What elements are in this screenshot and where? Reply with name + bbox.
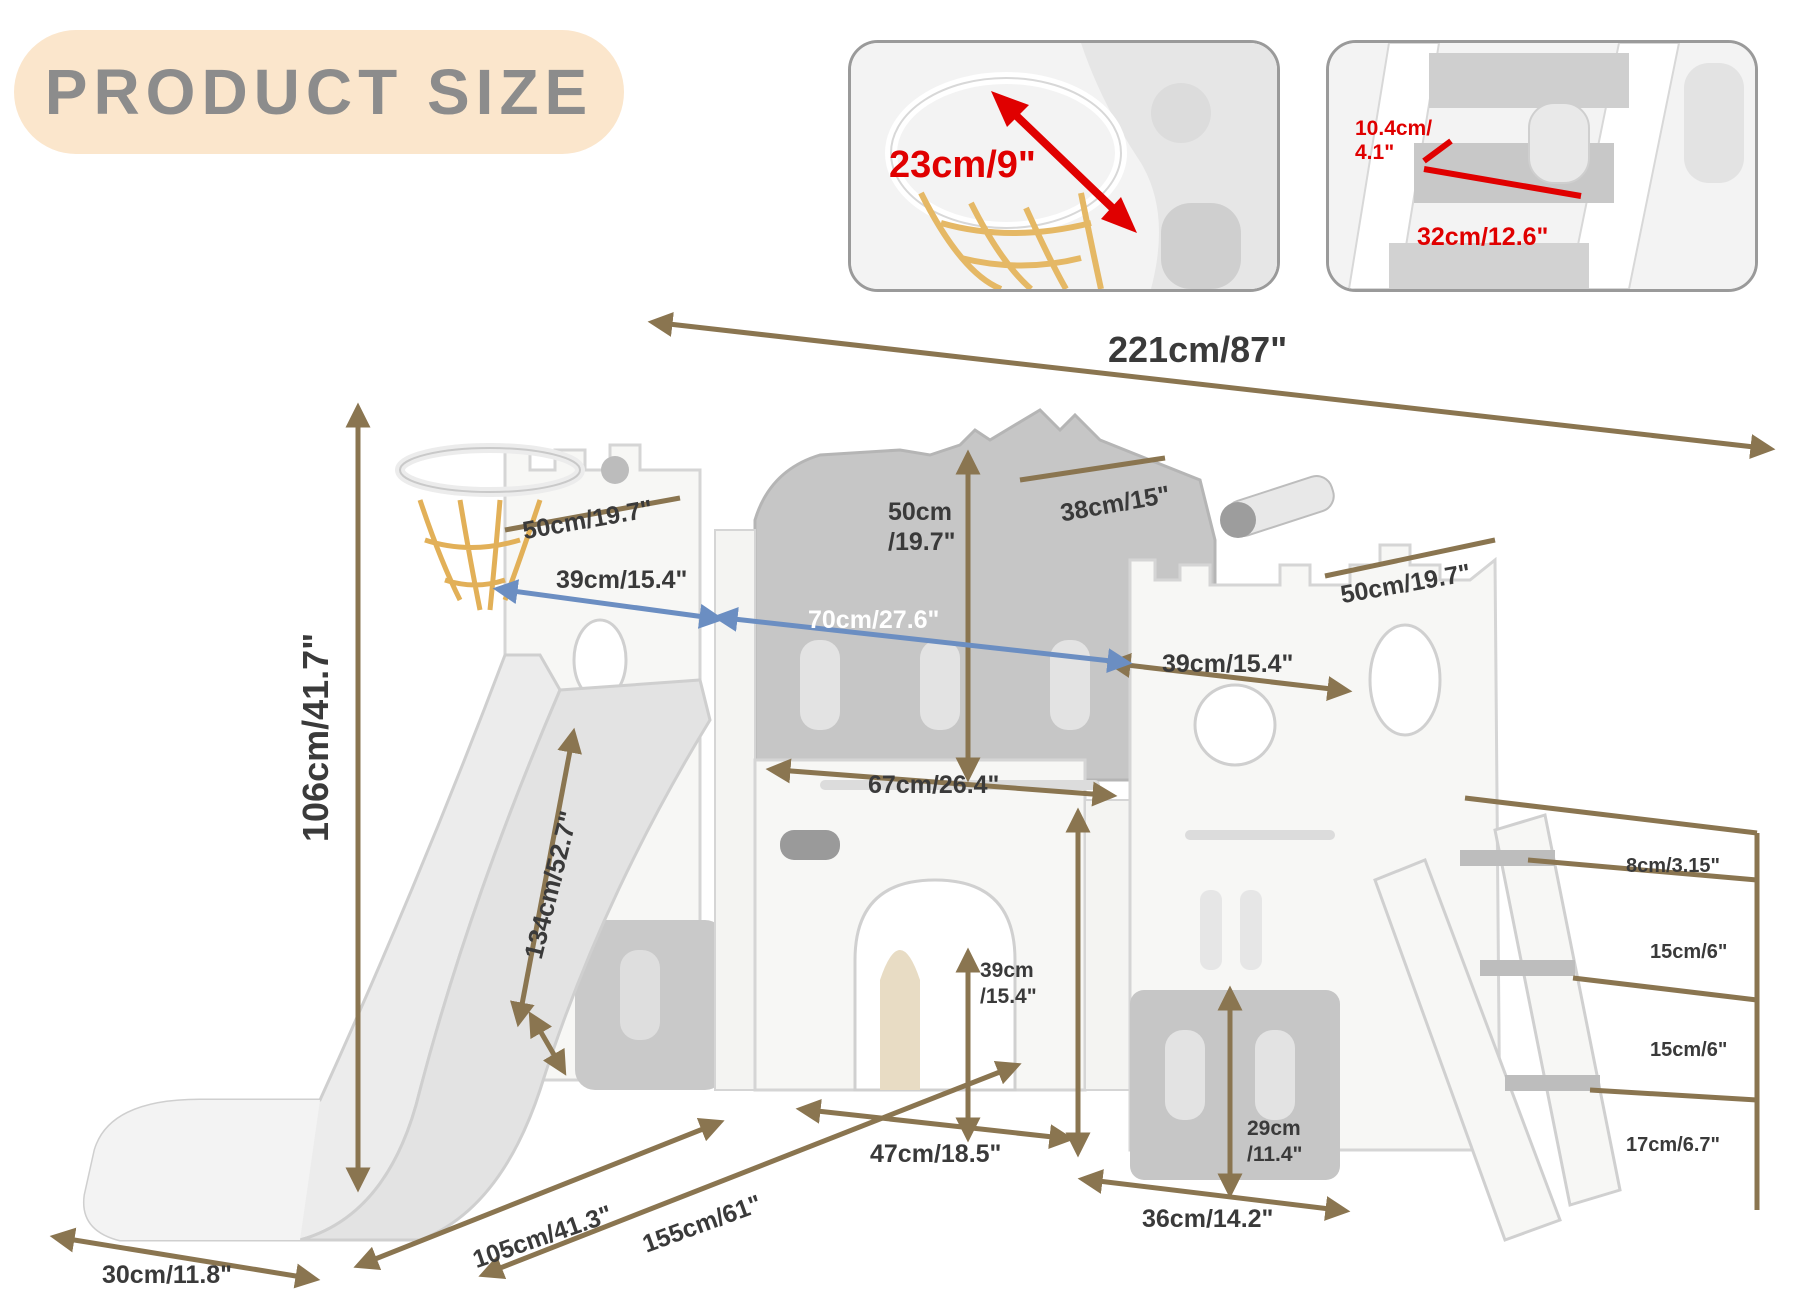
blue-arrows — [492, 579, 1133, 674]
label-door-height: 29cm /11.4" — [1247, 1117, 1303, 1167]
badge-title: PRODUCT SIZE — [44, 56, 594, 128]
label-door-width: 36cm/14.2" — [1142, 1205, 1274, 1233]
label-step-2: 15cm/6" — [1650, 941, 1728, 963]
label-deck-width: 67cm/26.4" — [868, 771, 1000, 799]
hoop-diameter-label: 23cm/9" — [889, 144, 1036, 186]
arrow-overall-length — [647, 311, 1776, 460]
arrow-slide-edge — [528, 1011, 567, 1076]
label-tunnel-width: 47cm/18.5" — [870, 1140, 1002, 1168]
step-line-4 — [1589, 1087, 1758, 1103]
label-overall-length: 221cm/87" — [1108, 329, 1288, 370]
label-hoop-tower-width: 39cm/15.4" — [556, 566, 688, 594]
arrow-hoop-tower-width — [492, 579, 725, 629]
ladder-inset-drawing — [1329, 43, 1755, 289]
label-slide-width: 30cm/11.8" — [102, 1261, 233, 1289]
label-right-tower-width: 39cm/15.4" — [1162, 650, 1294, 678]
label-overall-height: 106cm/41.7" — [295, 632, 336, 842]
step-line-1 — [1464, 795, 1758, 836]
label-step-4: 17cm/6.7" — [1626, 1134, 1720, 1156]
arrow-hoop-tower-depth — [504, 495, 681, 533]
label-tunnel-height: 39cm /15.4" — [980, 959, 1037, 1009]
ladder-rail-left — [1373, 858, 1562, 1242]
hoop-inset-drawing — [851, 43, 1277, 289]
label-step-3: 15cm/6" — [1650, 1039, 1728, 1061]
label-roof-height: 50cm /19.7" — [888, 498, 956, 556]
arrow-door-width — [1077, 1169, 1351, 1221]
step-line-3 — [1572, 975, 1758, 1003]
label-middle-span: 70cm/27.6" — [808, 606, 940, 634]
hoop-diameter-arrow — [998, 98, 1129, 224]
step-line-2 — [1527, 857, 1758, 883]
arrow-deck-width — [765, 758, 1118, 807]
arrow-right-tower-depth — [1324, 537, 1496, 579]
step-height-line — [1422, 138, 1453, 164]
step-width-label: 32cm/12.6" — [1417, 223, 1549, 251]
dimension-arrows — [49, 311, 1776, 1289]
step-height-label: 10.4cm/ 4.1" — [1355, 117, 1433, 165]
arrow-base-length-2 — [478, 1060, 1022, 1280]
arrow-right-tower-width — [1105, 653, 1353, 701]
arrow-middle-span — [712, 606, 1133, 674]
ladder-inset: 10.4cm/ 4.1" 32cm/12.6" — [1326, 40, 1758, 292]
product-size-badge: PRODUCT SIZE — [14, 30, 624, 154]
hoop-inset: 23cm/9" — [848, 40, 1280, 292]
arrow-slide-length — [510, 727, 582, 1028]
label-step-1: 8cm/3.15" — [1626, 855, 1720, 877]
arrow-roof-depth — [1019, 455, 1166, 483]
step-width-line — [1423, 166, 1582, 199]
right-door-panel — [1130, 990, 1340, 1180]
arrow-slide-width — [49, 1227, 321, 1289]
